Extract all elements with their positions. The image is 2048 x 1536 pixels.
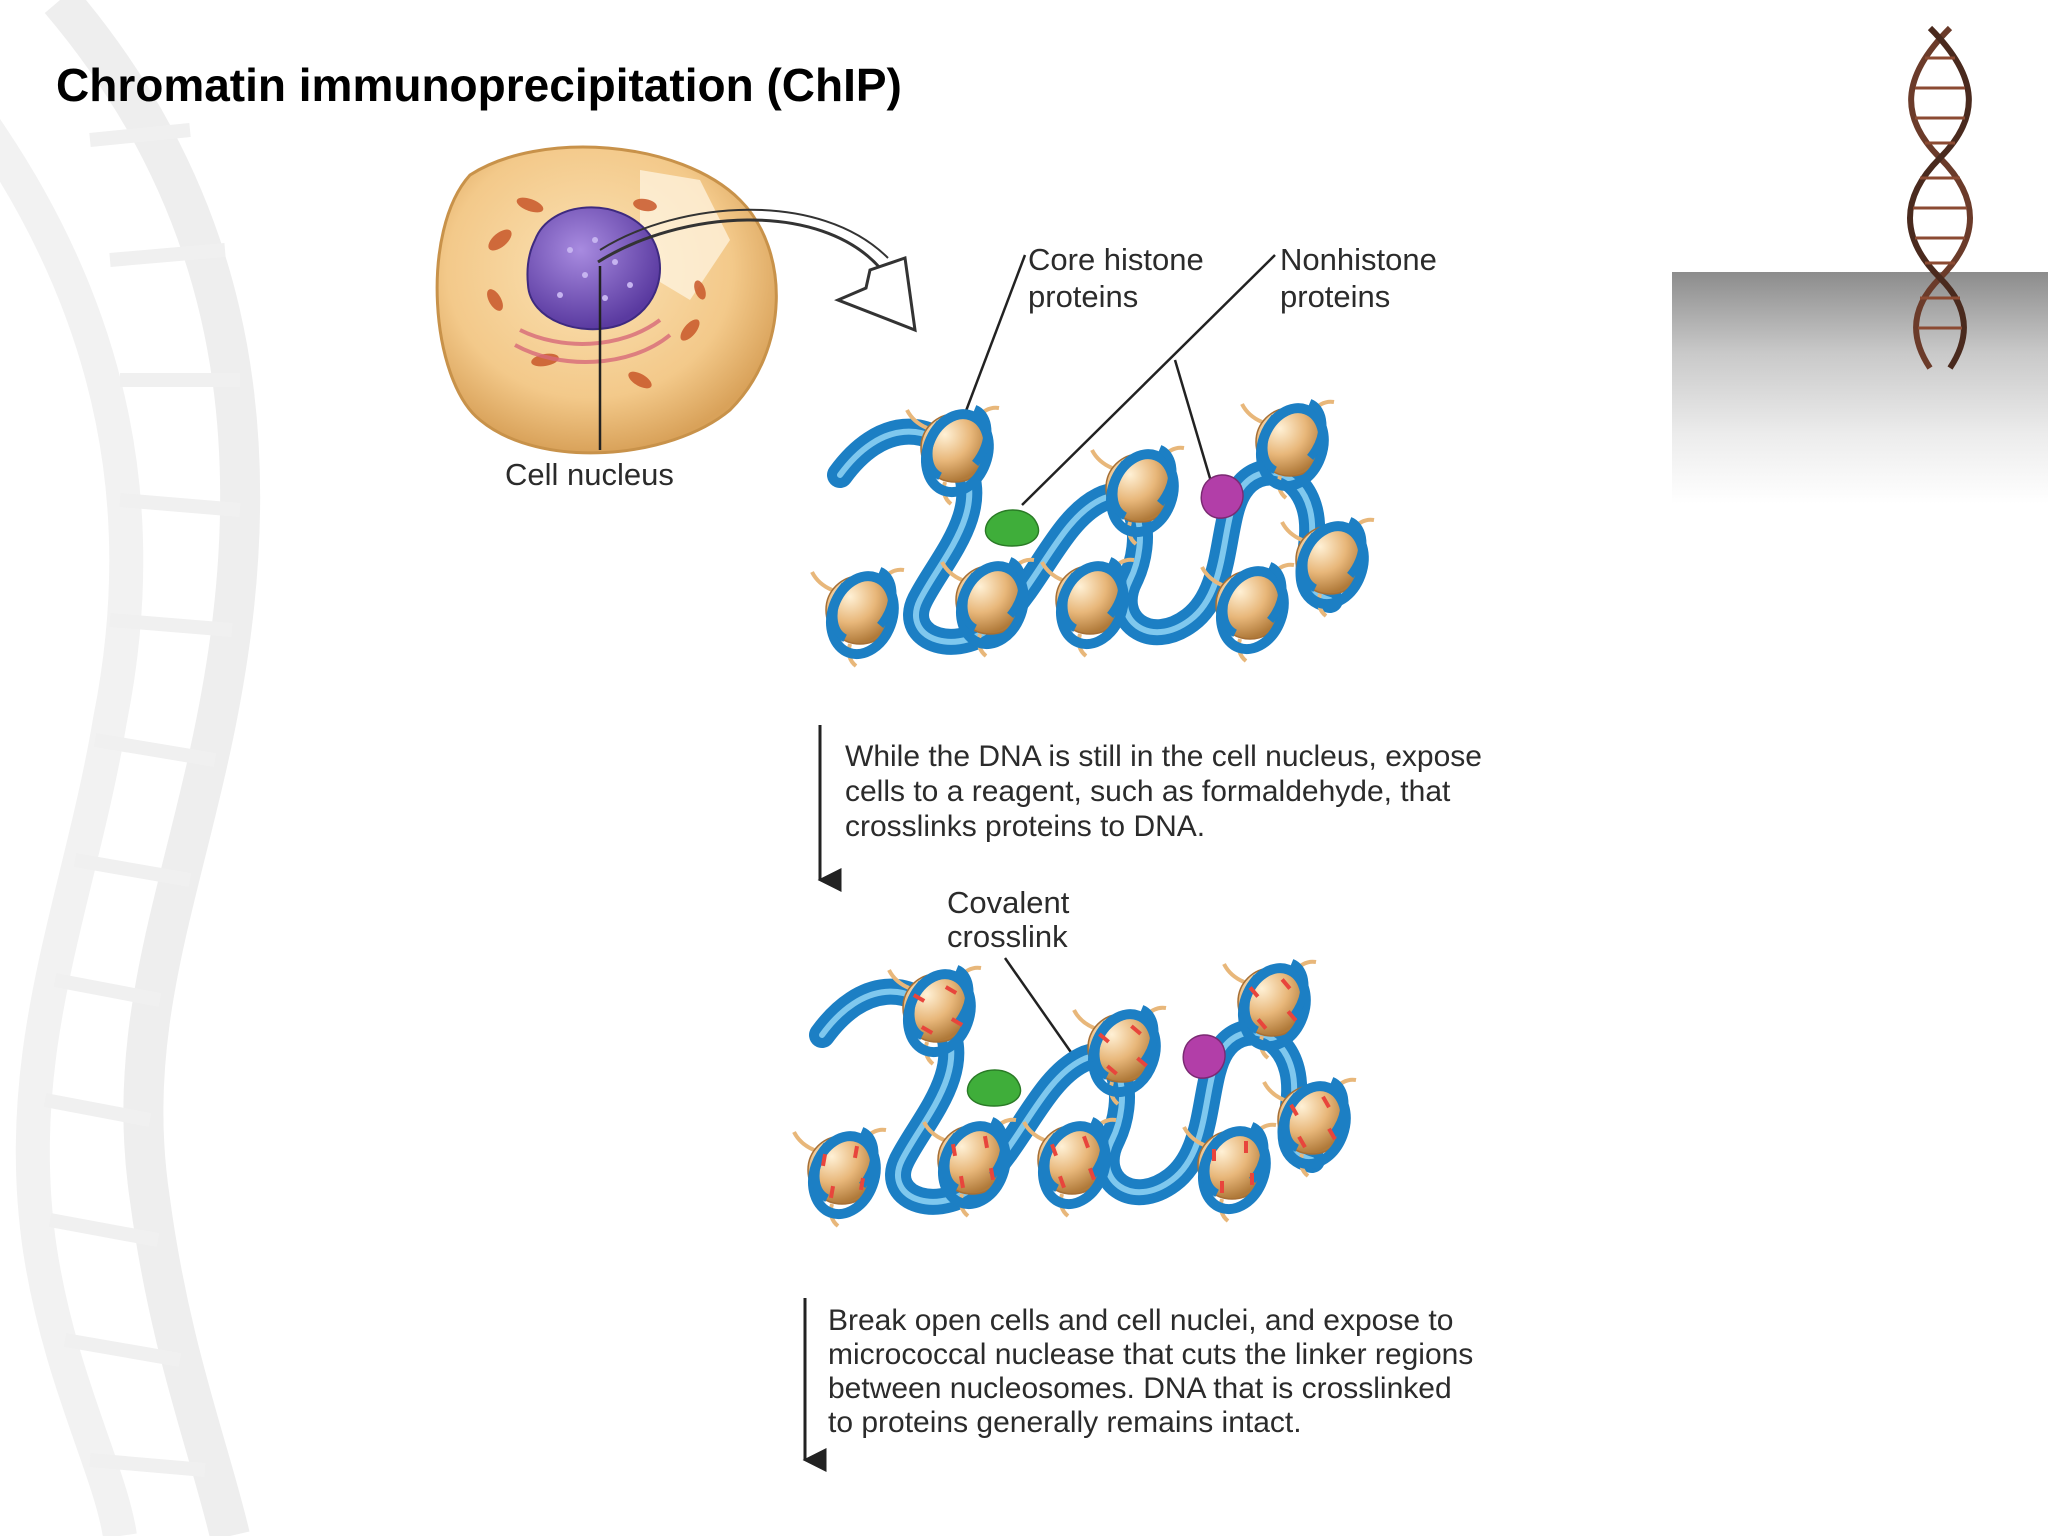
- crosslink-mark: [920, 1025, 934, 1035]
- step2-caption-line3: between nucleosomes. DNA that is crossli…: [828, 1372, 1452, 1405]
- step2-caption-line4: to proteins generally remains intact.: [828, 1406, 1302, 1439]
- nucleosome: [922, 1115, 1017, 1218]
- covalent-crosslink-label-line1: Covalent: [947, 885, 1070, 920]
- nucleosome: [1182, 1120, 1277, 1223]
- crosslink-mark: [1327, 1127, 1337, 1141]
- nucleosome: [1222, 957, 1317, 1060]
- crosslink-mark: [1220, 1181, 1224, 1193]
- core-histone-label-line1: Core histone: [1028, 242, 1204, 277]
- step1-caption-line1: While the DNA is still in the cell nucle…: [845, 740, 1482, 773]
- curved-arrow-icon: [597, 208, 917, 333]
- crosslink-mark: [944, 985, 958, 995]
- step1-caption-line2: cells to a reagent, such as formaldehyde…: [845, 775, 1451, 808]
- nucleosome: [810, 565, 905, 668]
- crosslink-mark: [1130, 1024, 1142, 1036]
- background-helix-icon: [0, 0, 261, 1536]
- covalent-crosslink-pointer: [1003, 957, 1077, 1059]
- crosslink-mark: [1248, 986, 1260, 998]
- nucleosome: [940, 555, 1035, 658]
- crosslink-mark: [1256, 1018, 1268, 1030]
- crosslink-mark: [958, 1175, 966, 1189]
- step2-caption-line2: micrococcal nuclease that cuts the linke…: [828, 1338, 1473, 1371]
- chromatin-before-crosslink: [810, 397, 1375, 668]
- crosslink-mark: [988, 1167, 996, 1181]
- nucleosome: [792, 1125, 887, 1228]
- crosslink-mark: [950, 1017, 964, 1027]
- nonhistone-label-line1: Nonhistone: [1280, 242, 1437, 277]
- nonhistone-protein-green: [966, 1069, 1022, 1107]
- nucleosome: [1240, 397, 1335, 500]
- crosslink-mark: [1212, 1149, 1216, 1161]
- crosslink-mark: [912, 993, 926, 1003]
- crosslink-mark: [1286, 1010, 1298, 1022]
- nucleosome: [1262, 1075, 1357, 1178]
- core-histone-label-line2: proteins: [1028, 279, 1138, 314]
- nucleosome: [1200, 560, 1295, 663]
- crosslink-mark: [1280, 978, 1292, 990]
- crosslink-mark: [1250, 1173, 1254, 1185]
- crosslink-mark: [982, 1135, 990, 1149]
- crosslink-mark: [1082, 1135, 1090, 1149]
- dna-helix-icon: [1907, 25, 1973, 370]
- crosslink-mark: [852, 1145, 860, 1159]
- nucleosome: [1040, 555, 1135, 658]
- corner-banner: [1672, 272, 2048, 504]
- crosslink-mark: [820, 1153, 828, 1167]
- crosslink-mark: [1244, 1141, 1248, 1153]
- crosslink-mark: [858, 1177, 866, 1191]
- crosslink-mark: [1058, 1175, 1066, 1189]
- crosslink-mark: [1050, 1143, 1058, 1157]
- nucleosome: [887, 963, 982, 1066]
- crosslink-mark: [950, 1143, 958, 1157]
- nucleosome: [1022, 1115, 1117, 1218]
- slide-title: Chromatin immunoprecipitation (ChIP): [56, 59, 902, 111]
- cell-illustration: [435, 145, 778, 455]
- cell-nucleus-label: Cell nucleus: [505, 457, 674, 492]
- nucleosome: [1072, 1003, 1167, 1106]
- crosslink-mark: [1106, 1064, 1118, 1076]
- crosslink-mark: [1297, 1135, 1307, 1149]
- chromatin-after-crosslink: [792, 957, 1357, 1228]
- nucleosome: [1090, 443, 1185, 546]
- crosslink-mark: [1136, 1056, 1148, 1068]
- crosslink-mark: [1321, 1095, 1331, 1109]
- step1-caption-line3: crosslinks proteins to DNA.: [845, 810, 1205, 843]
- covalent-crosslink-label-line2: crosslink: [947, 919, 1068, 954]
- nonhistone-protein-magenta: [1182, 1034, 1226, 1079]
- nonhistone-protein-magenta: [1200, 474, 1244, 519]
- step2-caption-line1: Break open cells and cell nuclei, and ex…: [828, 1304, 1453, 1337]
- crosslink-mark: [828, 1185, 836, 1199]
- crosslink-mark: [1088, 1167, 1096, 1181]
- crosslink-mark: [1289, 1103, 1299, 1117]
- nonhistone-protein-green: [984, 509, 1040, 547]
- nucleosome: [1280, 515, 1375, 618]
- crosslink-mark: [1098, 1032, 1110, 1044]
- nucleosome: [905, 403, 1000, 506]
- label-pointers: [956, 254, 1276, 506]
- nonhistone-label-line2: proteins: [1280, 279, 1390, 314]
